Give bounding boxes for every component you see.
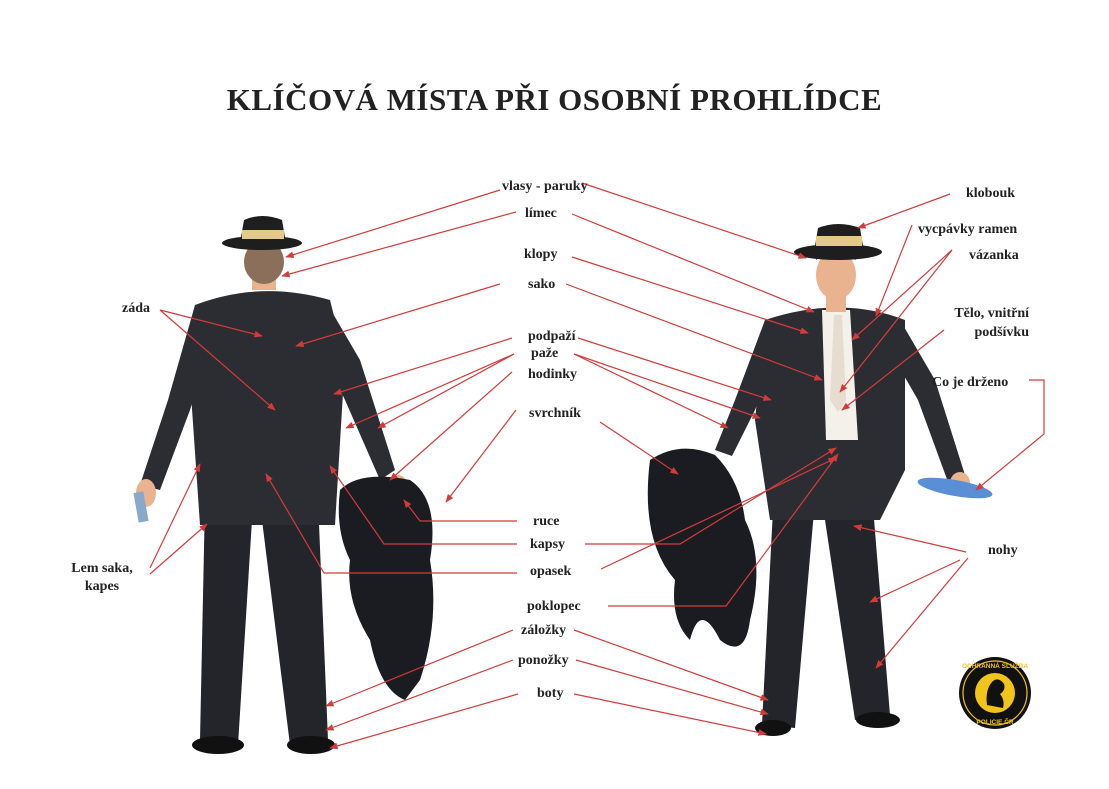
label-ruce: ruce: [533, 513, 559, 530]
label-opasek: opasek: [530, 563, 571, 580]
front-hat-band: [816, 236, 862, 246]
label-vycpavky: vycpávky ramen: [918, 221, 1017, 238]
back-left-leg: [200, 500, 252, 745]
label-zada: záda: [122, 300, 150, 317]
back-hat-band: [242, 230, 284, 239]
arrow-drzeno: [976, 380, 1044, 490]
front-right-arm: [895, 320, 965, 482]
label-podpazi: podpaží: [528, 328, 575, 345]
front-left-shoe: [755, 720, 791, 736]
label-sako: sako: [528, 276, 555, 293]
label-svrchnik: svrchník: [529, 405, 581, 422]
arrow-podpazi-front: [578, 338, 771, 400]
back-jacket: [190, 291, 345, 525]
man-back-view: [133, 216, 433, 754]
arrow-svrchnik-back: [446, 410, 516, 502]
label-vlasy: vlasy - paruky: [502, 178, 588, 195]
back-left-shoe: [192, 736, 244, 754]
arrow-nohy-2: [870, 560, 960, 602]
man-front-view: [648, 224, 994, 736]
front-coat: [648, 449, 757, 647]
arrow-nohy-3: [876, 558, 968, 668]
arrow-limec-front: [572, 214, 814, 312]
label-telo-line2: podšívku: [934, 324, 1029, 341]
label-poklopec: poklopec: [527, 598, 581, 615]
arrow-paze-back2: [378, 354, 514, 428]
arrow-vlasy-front: [582, 183, 806, 258]
arrow-ponozky-front: [576, 660, 768, 714]
back-coat: [339, 477, 434, 700]
label-ponozky: ponožky: [518, 652, 569, 669]
label-lem-line1: Lem saka,: [62, 560, 142, 577]
label-lem-line2: kapes: [62, 578, 142, 595]
arrow-boty-back: [330, 694, 518, 748]
label-kapsy: kapsy: [530, 536, 565, 553]
arrow-paze-front2: [574, 354, 728, 428]
arrow-vlasy-back: [286, 190, 500, 257]
label-klopy: klopy: [524, 246, 557, 263]
back-right-shoe: [287, 736, 335, 754]
arrow-paze-back1: [346, 354, 514, 428]
label-vazanka: vázanka: [969, 247, 1019, 264]
label-drzeno: Co je drženo: [932, 374, 1008, 391]
arrow-paze-front1: [574, 354, 760, 418]
label-klobouk: klobouk: [966, 185, 1015, 202]
emblem-bottom-text: POLICIE ČR: [976, 717, 1014, 726]
back-right-leg: [262, 500, 328, 745]
label-hodinky: hodinky: [528, 366, 577, 383]
label-limec: límec: [525, 205, 557, 222]
arrow-svrchnik-front: [600, 422, 678, 474]
arrow-boty-front: [574, 694, 766, 734]
label-boty: boty: [537, 685, 563, 702]
label-nohy: nohy: [988, 542, 1018, 559]
label-telo-line1: Tělo, vnitřní: [934, 305, 1029, 322]
police-emblem: OCHRANNÁ SLUŽBA POLICIE ČR: [959, 657, 1031, 729]
label-paze: paže: [531, 345, 558, 362]
label-zalozky: záložky: [521, 622, 566, 639]
emblem-top-text: OCHRANNÁ SLUŽBA: [962, 661, 1028, 670]
front-right-shoe: [856, 712, 900, 728]
